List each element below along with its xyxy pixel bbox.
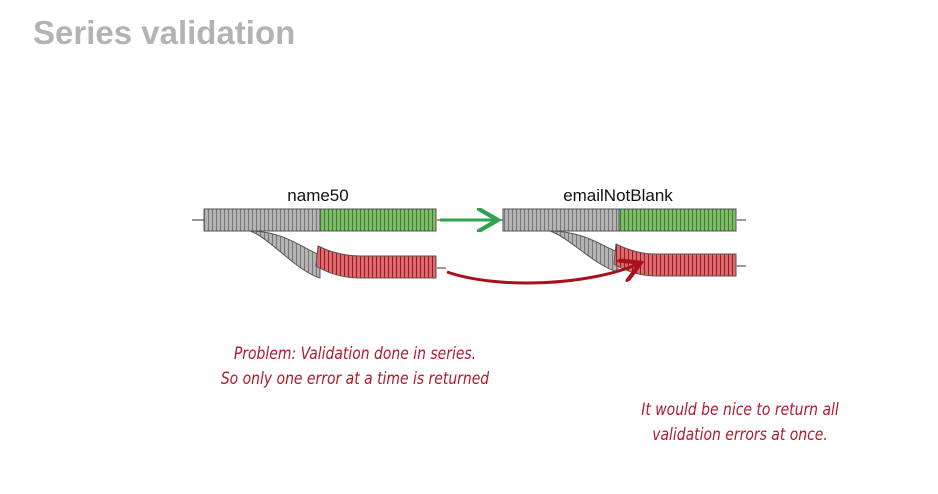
failure-curve-track-2 <box>549 230 619 273</box>
wish-note-line-1: It would be nice to return all <box>641 400 839 420</box>
failure-curve-track <box>249 230 321 279</box>
switch-label-emailnotblank: emailNotBlank <box>563 186 673 205</box>
wish-note: It would be nice to return all validatio… <box>592 398 887 448</box>
problem-note: Problem: Validation done in series. So o… <box>187 342 523 392</box>
failure-arrow <box>446 264 638 285</box>
gray-input-track-2 <box>502 208 622 232</box>
switch-label-name50: name50 <box>287 186 348 205</box>
slide-title: Series validation <box>33 14 296 51</box>
green-success-track <box>319 208 437 232</box>
track-switch-emailnotblank: emailNotBlank <box>492 186 746 277</box>
problem-note-line-2: So only one error at a time is returned <box>220 369 490 389</box>
red-failure-track <box>315 245 437 279</box>
red-failure-track-2 <box>613 243 737 277</box>
wish-note-line-2: validation errors at once. <box>652 425 828 445</box>
track-switch-name50: name50 <box>192 186 446 279</box>
gray-input-track <box>203 208 323 232</box>
problem-note-line-1: Problem: Validation done in series. <box>233 344 477 364</box>
green-success-track-2 <box>618 208 737 232</box>
